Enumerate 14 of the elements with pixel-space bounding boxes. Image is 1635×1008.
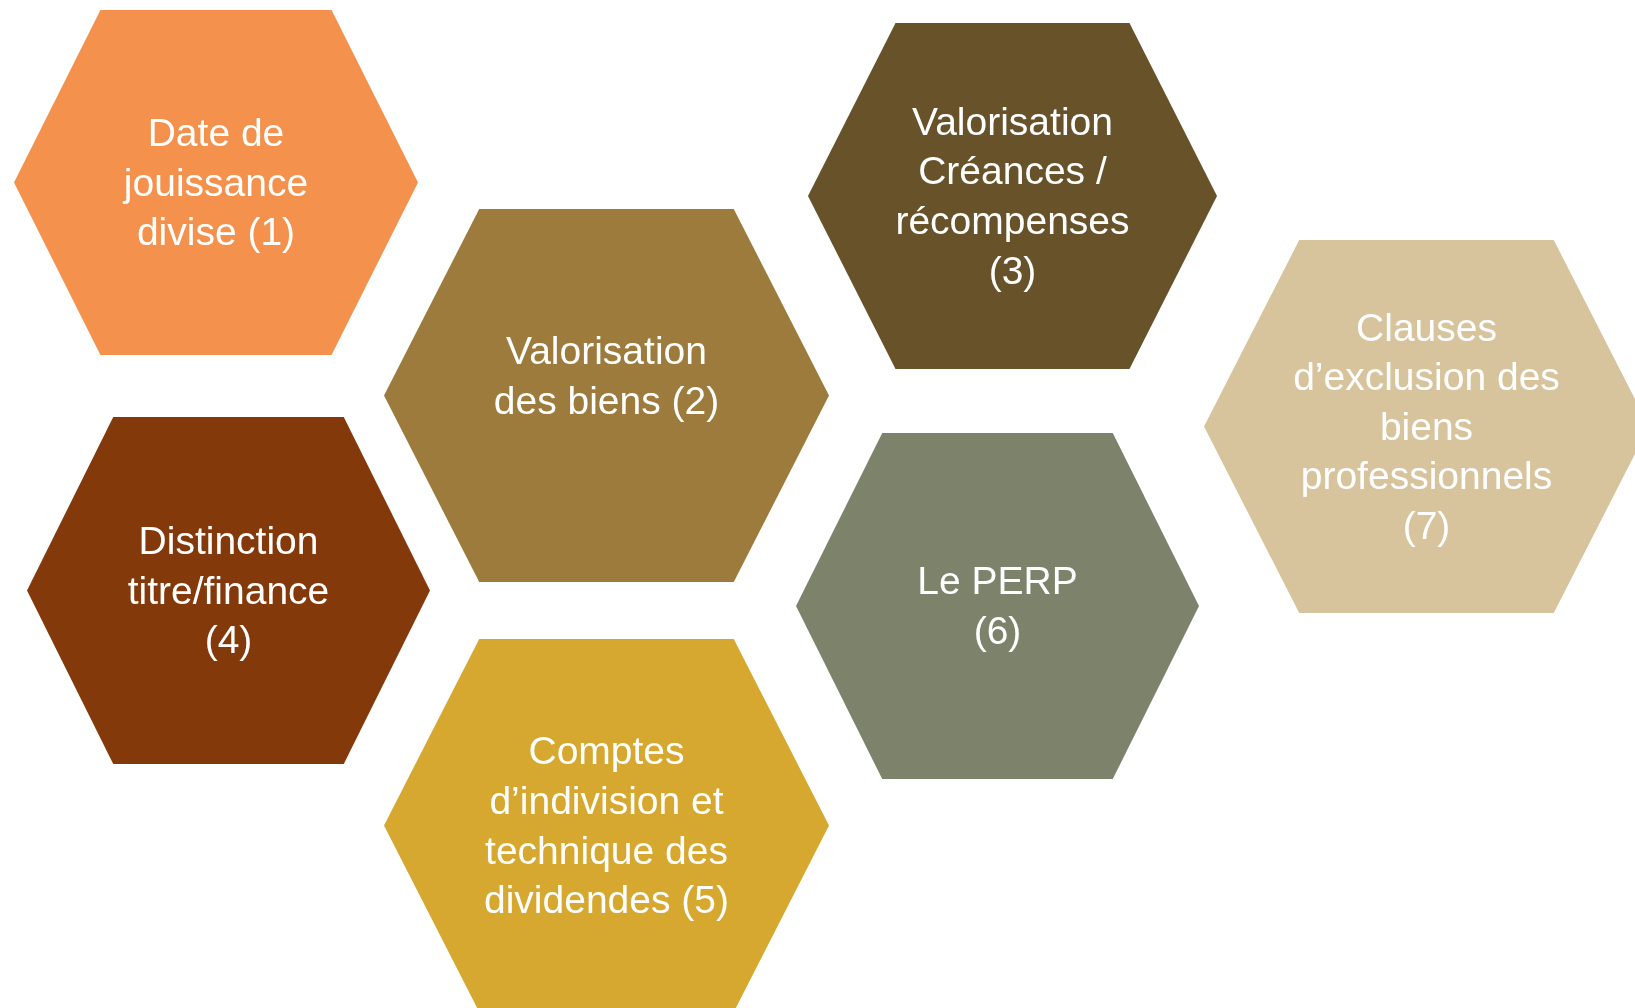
- hexagon-label: Distinction titre/finance (4): [126, 518, 331, 664]
- hexagon-label: Valorisation des biens (2): [492, 328, 721, 424]
- hexagon-label: Comptes d’indivision et technique des dividendes (5): [483, 728, 730, 923]
- hexagon: [808, 23, 1217, 369]
- hexagon-label: Date de jouissance divise (1): [121, 110, 310, 256]
- hexagon: [384, 209, 829, 582]
- hexagon: [384, 639, 829, 1008]
- hexagon-label: Clauses d’exclusion des biens professionnels (7): [1292, 304, 1561, 549]
- hexagon: [796, 433, 1199, 779]
- hexagon-label: Valorisation Créances / récompenses (3): [894, 98, 1131, 294]
- hexagon: [1204, 240, 1635, 613]
- hexagon: [14, 10, 418, 355]
- hexagon: [27, 417, 430, 764]
- hexagon-label: Le PERP (6): [916, 558, 1079, 654]
